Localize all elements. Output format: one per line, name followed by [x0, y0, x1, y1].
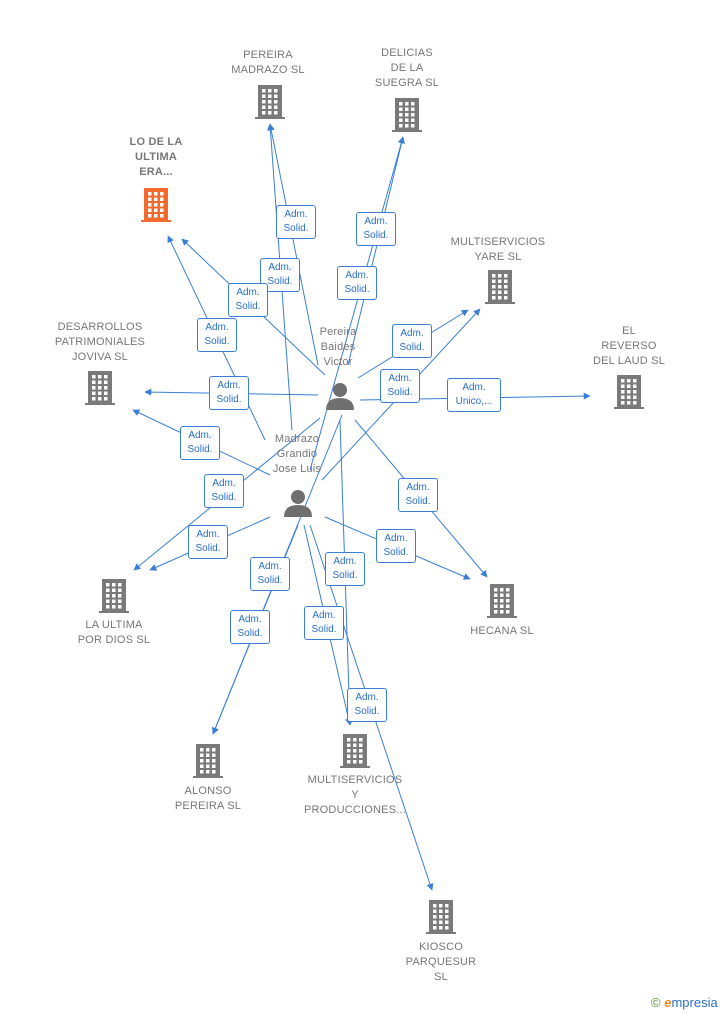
building-icon[interactable]: [193, 744, 223, 778]
building-icon[interactable]: [487, 584, 517, 618]
edge-role-label[interactable]: Adm. Solid.: [376, 529, 416, 563]
company-label[interactable]: MULTISERVICIOS Y PRODUCCIONES...: [303, 774, 406, 816]
building-icon[interactable]: [255, 85, 285, 119]
edge-role-label[interactable]: Adm. Solid.: [347, 688, 387, 722]
edge-role-label[interactable]: Adm. Solid.: [197, 318, 237, 352]
edge-role-label[interactable]: Adm. Solid.: [180, 426, 220, 460]
footer-brand: © empresia: [651, 995, 718, 1010]
person-label[interactable]: Pereira Baides Victor: [319, 326, 357, 368]
building-icon[interactable]: [340, 734, 370, 768]
edge-role-label[interactable]: Adm. Solid.: [188, 525, 228, 559]
company-label[interactable]: DELICIAS DE LA SUEGRA SL: [374, 47, 440, 89]
edge-p2-c_delicias: [309, 136, 405, 471]
edge-role-label[interactable]: Adm. Solid.: [230, 610, 270, 644]
edge-role-label[interactable]: Adm. Solid.: [209, 376, 249, 410]
company-label[interactable]: ALONSO PEREIRA SL: [174, 785, 242, 812]
company-label[interactable]: KIOSCO PARQUESUR SL: [405, 941, 477, 983]
company-label[interactable]: LO DE LA ULTIMA ERA...: [129, 136, 183, 178]
brand-name: mpresia: [671, 995, 718, 1010]
company-label[interactable]: EL REVERSO DEL LAUD SL: [592, 325, 666, 367]
building-icon[interactable]: [392, 98, 422, 132]
company-label[interactable]: PEREIRA MADRAZO SL: [231, 49, 305, 76]
company-label[interactable]: HECANA SL: [470, 625, 534, 637]
company-label[interactable]: LA ULTIMA POR DIOS SL: [77, 619, 151, 646]
edge-p1-c_pereira_madrazo: [267, 123, 319, 366]
edge-role-label[interactable]: Adm. Unico,...: [447, 378, 501, 412]
edge-role-label[interactable]: Adm. Solid.: [276, 205, 316, 239]
edge-p1-c_delicias: [347, 136, 405, 366]
edge-role-label[interactable]: Adm. Solid.: [398, 478, 438, 512]
brand-initial: e: [664, 995, 672, 1010]
copyright-symbol: ©: [651, 995, 661, 1010]
person-icon[interactable]: [326, 383, 354, 410]
edge-role-label[interactable]: Adm. Solid.: [228, 283, 268, 317]
building-icon[interactable]: [614, 375, 644, 409]
company-label[interactable]: DESARROLLOS PATRIMONIALES JOVIVA SL: [54, 321, 146, 363]
person-label[interactable]: Madrazo Grandio Jose Luis: [272, 433, 322, 475]
edge-role-label[interactable]: Adm. Solid.: [250, 557, 290, 591]
edge-role-label[interactable]: Adm. Solid.: [380, 369, 420, 403]
edge-role-label[interactable]: Adm. Solid.: [325, 552, 365, 586]
building-icon[interactable]: [141, 188, 171, 222]
building-icon[interactable]: [99, 579, 129, 613]
edge-role-label[interactable]: Adm. Solid.: [392, 324, 432, 358]
building-icon[interactable]: [426, 900, 456, 934]
person-icon[interactable]: [284, 490, 312, 517]
edge-role-label[interactable]: Adm. Solid.: [204, 474, 244, 508]
edge-role-label[interactable]: Adm. Solid.: [337, 266, 377, 300]
edge-role-label[interactable]: Adm. Solid.: [356, 212, 396, 246]
building-icon[interactable]: [485, 270, 515, 304]
building-icon[interactable]: [85, 371, 115, 405]
company-label[interactable]: MULTISERVICIOS YARE SL: [450, 236, 546, 263]
edge-role-label[interactable]: Adm. Solid.: [304, 606, 344, 640]
